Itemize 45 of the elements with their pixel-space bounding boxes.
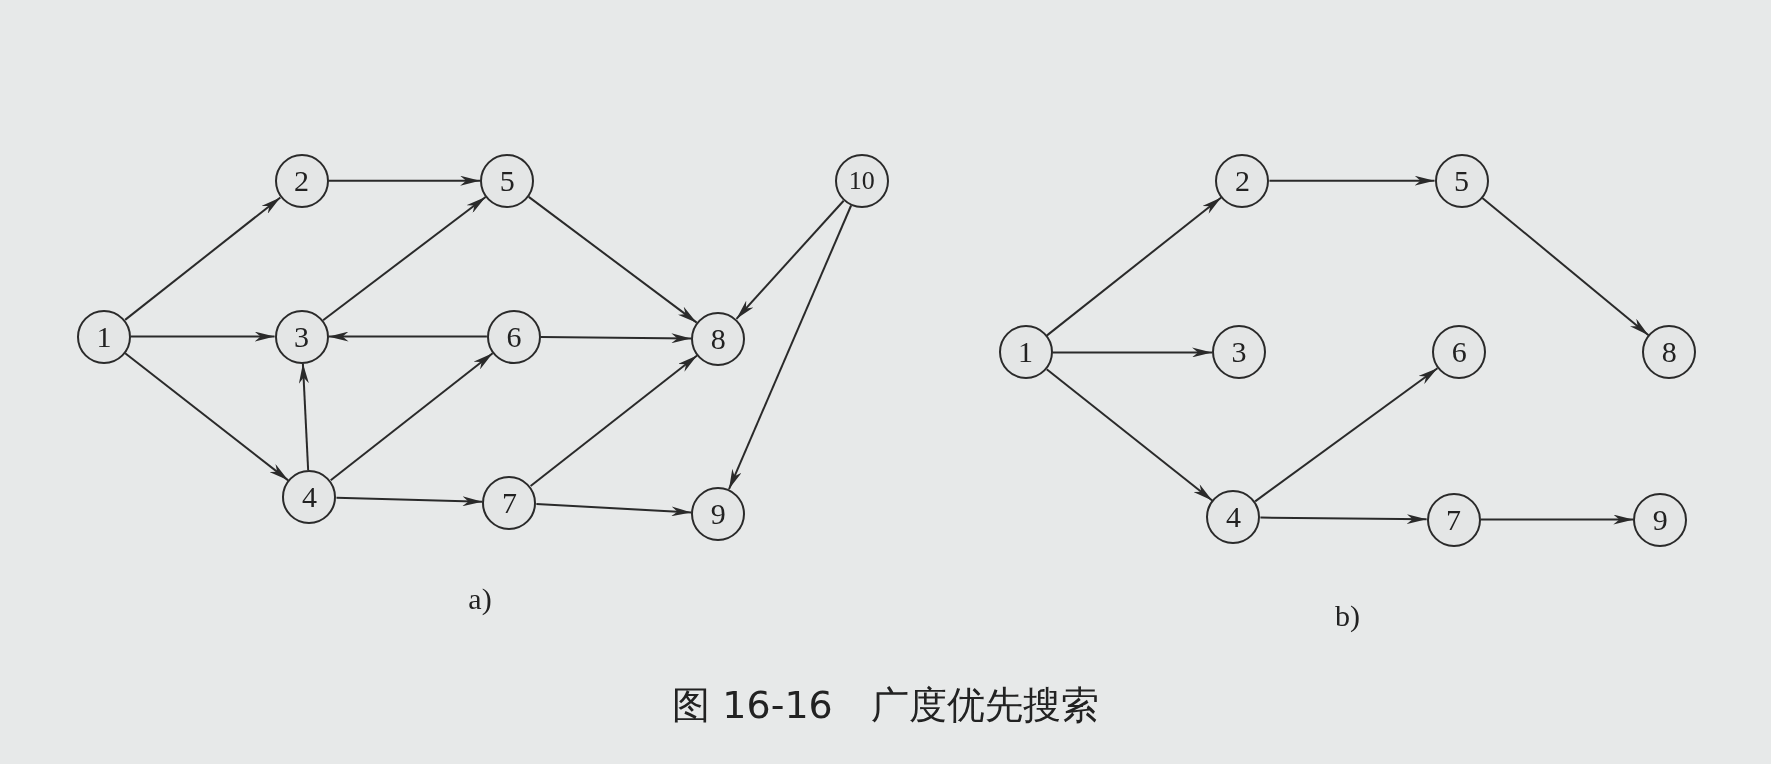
node-circle: 3	[1212, 325, 1266, 380]
node-circle: 4	[282, 469, 337, 524]
arrow	[124, 196, 282, 321]
node-circle: 5	[480, 153, 535, 208]
node-circle: 7	[482, 475, 537, 530]
node-circle: 3	[274, 309, 329, 364]
arrow	[1254, 367, 1439, 503]
arrow	[124, 352, 290, 482]
node-circle: 9	[1633, 492, 1688, 547]
node-circle: 9	[691, 486, 746, 541]
node-circle: 10	[834, 153, 889, 208]
arrow	[322, 196, 487, 322]
arrow	[535, 503, 693, 517]
node-circle: 4	[1206, 490, 1261, 545]
arrow	[529, 354, 699, 487]
arrow	[1051, 347, 1213, 358]
arrow	[129, 331, 276, 342]
arrow	[329, 352, 494, 482]
arrow	[1268, 175, 1436, 186]
arrow	[1481, 196, 1650, 337]
arrow	[327, 175, 482, 186]
arrow	[735, 199, 845, 320]
arrow	[327, 331, 488, 342]
arrow	[539, 333, 693, 344]
arrow	[298, 362, 310, 471]
figure-caption: 图 16-16 广度优先搜索	[672, 681, 1099, 729]
node-circle: 1	[76, 309, 131, 364]
node-circle: 2	[1215, 153, 1270, 208]
arrow	[335, 496, 484, 507]
node-circle: 8	[1642, 325, 1697, 380]
arrow	[1045, 196, 1223, 337]
arrow	[728, 204, 853, 491]
arrow	[1479, 514, 1635, 525]
node-circle: 6	[1432, 325, 1487, 380]
node-circle: 8	[691, 311, 746, 366]
subfigure-label: a)	[468, 581, 492, 616]
arrow	[527, 195, 698, 324]
arrow	[1259, 514, 1428, 525]
arrow	[1045, 368, 1214, 502]
node-circle: 6	[486, 309, 541, 364]
subfigure-label: b)	[1334, 598, 1360, 633]
node-circle: 5	[1434, 153, 1489, 208]
node-circle: 1	[998, 325, 1053, 380]
node-circle: 2	[274, 153, 329, 208]
node-circle: 7	[1426, 492, 1481, 547]
